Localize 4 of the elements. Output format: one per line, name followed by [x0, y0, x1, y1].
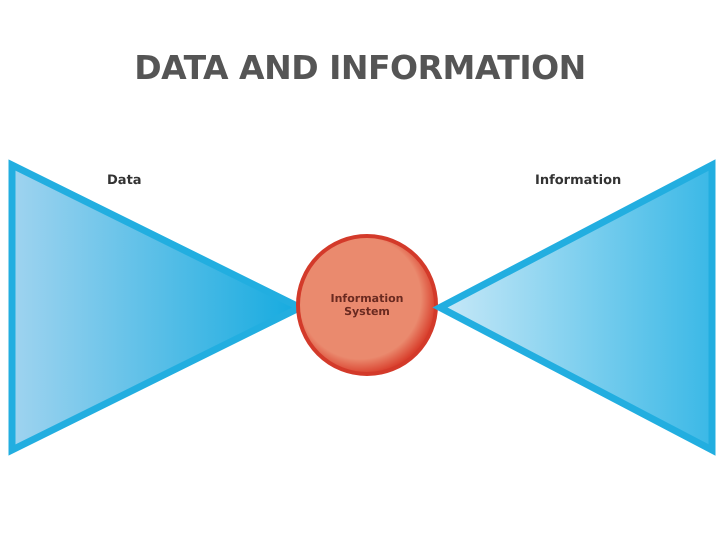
title: DATA AND INFORMATION: [133, 48, 587, 87]
section-heading: Information: [535, 173, 622, 188]
system-label: Information System: [330, 292, 404, 318]
section-heading: Data: [107, 173, 142, 188]
